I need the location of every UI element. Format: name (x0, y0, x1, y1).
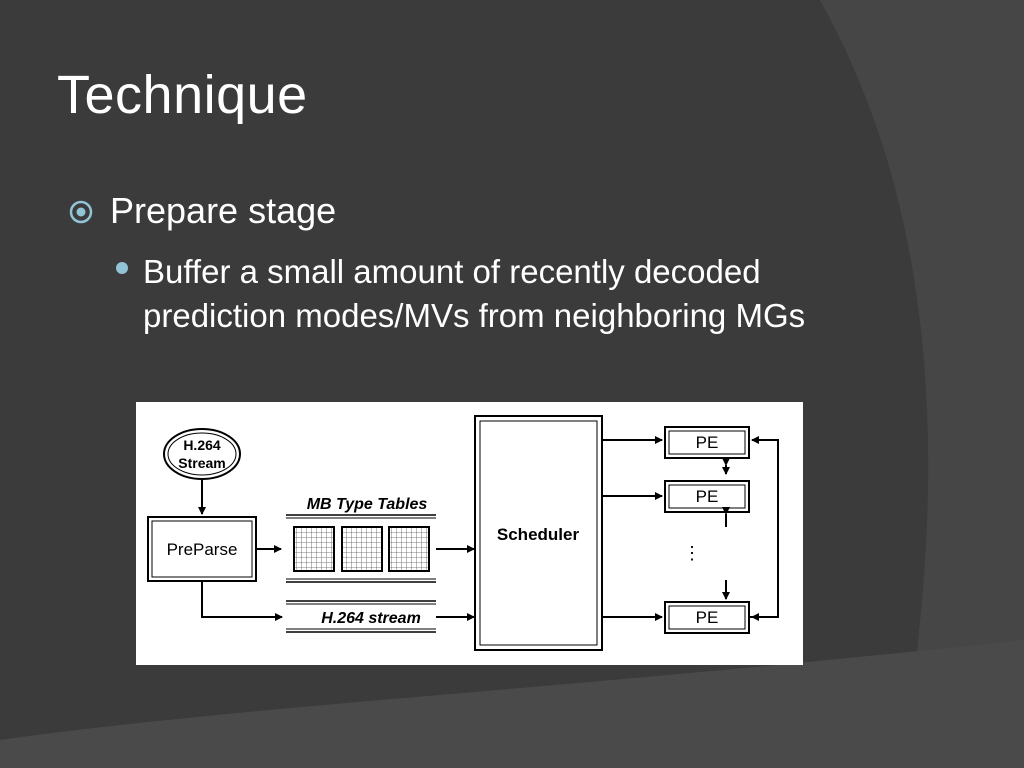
pe-node-2: PE (664, 480, 750, 513)
mb-table-1 (293, 526, 335, 572)
h264-stream-node: H.264 Stream (163, 428, 241, 480)
h264-stream-label: H.264 stream (321, 610, 421, 627)
feedback-loop-arrow (749, 436, 779, 618)
pe-node-3: PE (664, 601, 750, 634)
slide-title: Technique (57, 65, 308, 125)
pe-node-1: PE (664, 426, 750, 459)
mb-type-tables (286, 514, 436, 583)
circled-dot-icon (69, 200, 93, 224)
mb-table-3 (388, 526, 430, 572)
bullet-text: Prepare stage (110, 190, 337, 231)
preparse-label: PreParse (167, 540, 238, 559)
background-arc-shape (820, 0, 1024, 768)
bullet-dot-icon (116, 262, 128, 274)
sub-bullet-text: Buffer a small amount of recently decode… (143, 253, 806, 334)
pe-label-1: PE (696, 433, 719, 452)
pe-ellipsis: ⋮ (683, 543, 701, 563)
mb-tables-label: MB Type Tables (307, 496, 428, 513)
pe-label-3: PE (696, 608, 719, 627)
stream-label-line2: Stream (178, 455, 225, 471)
h264-stream-buffer: H.264 stream (286, 600, 436, 633)
scheduler-node: Scheduler (474, 415, 603, 651)
scheduler-label: Scheduler (497, 525, 580, 544)
background-bottom-band (0, 640, 1024, 768)
block-diagram-figure: H.264 Stream PreParse MB Type Tables (136, 402, 803, 665)
stream-label-line1: H.264 (183, 437, 221, 453)
arrow-preparse-to-h264-stream (201, 581, 283, 621)
mb-table-2 (341, 526, 383, 572)
preparse-node: PreParse (147, 516, 257, 582)
pe-label-2: PE (696, 487, 719, 506)
bullet-level-1: Prepare stage (66, 190, 336, 234)
